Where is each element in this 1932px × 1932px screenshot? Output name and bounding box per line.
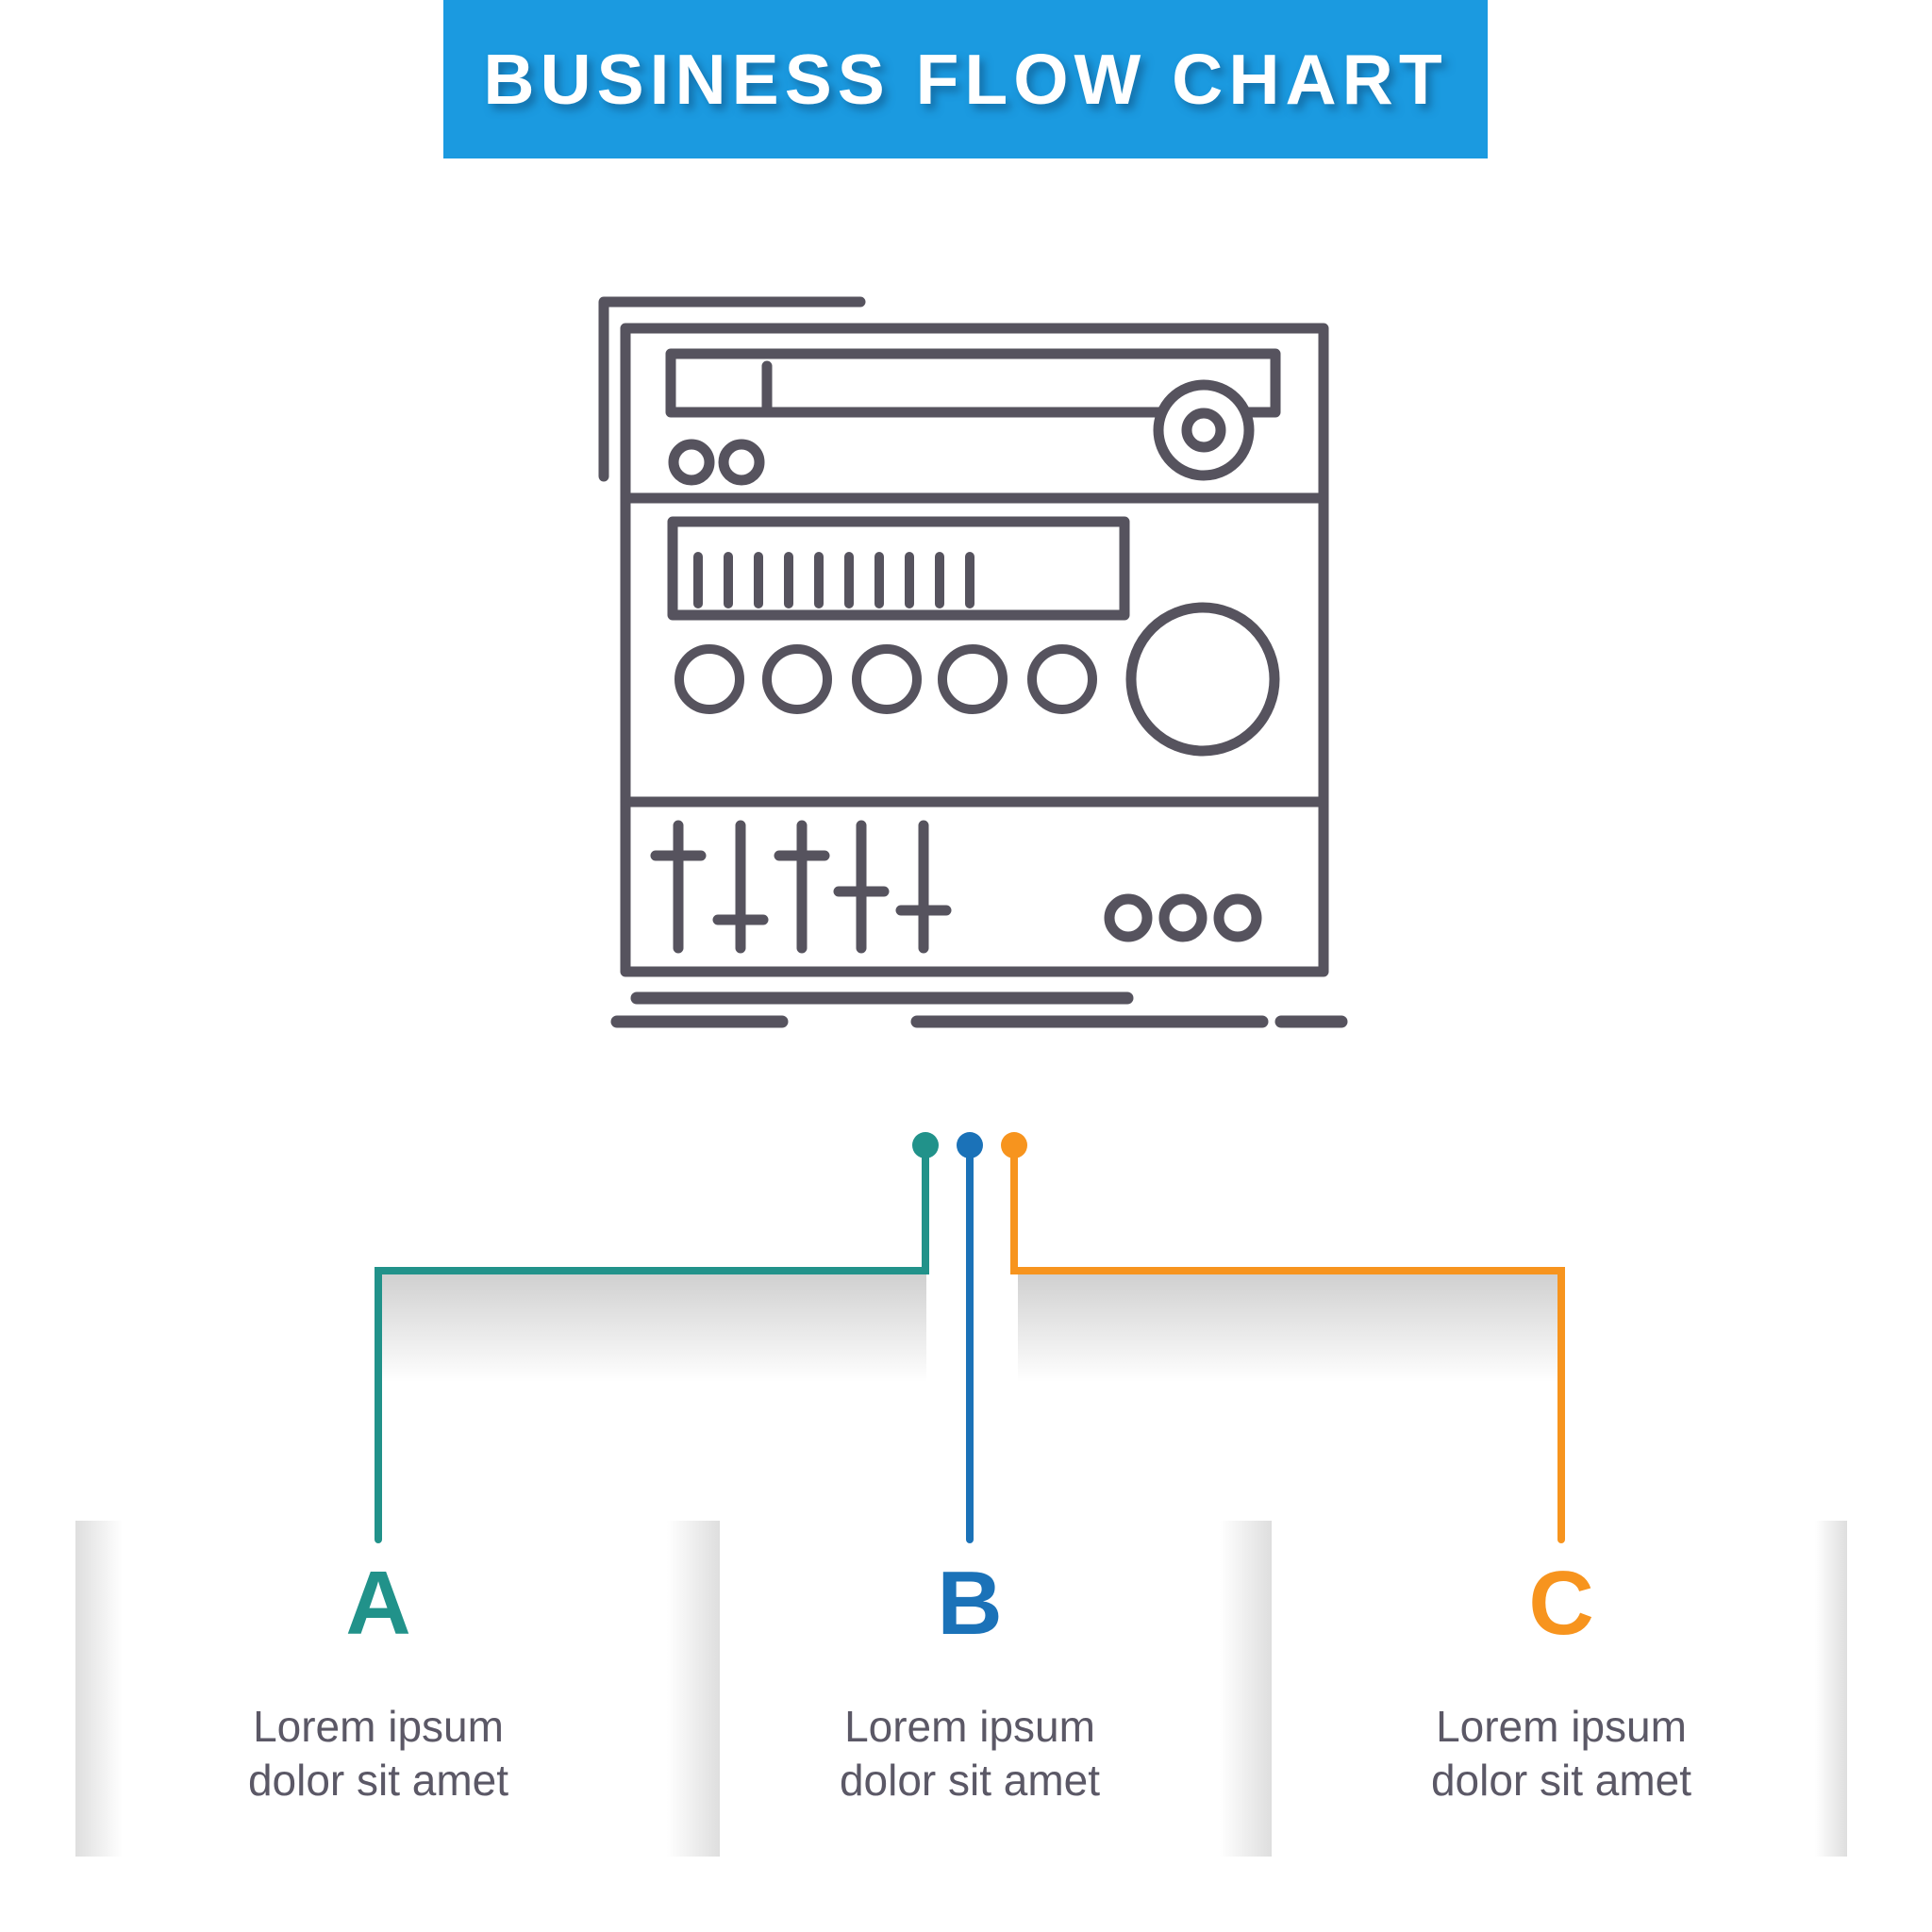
title-banner: BUSINESS FLOW CHART: [443, 0, 1488, 158]
branch-b-text-line2: dolor sit amet: [839, 1756, 1101, 1805]
level-bars-icon: [693, 552, 974, 608]
branch-a-text-line2: dolor sit amet: [247, 1756, 509, 1805]
branch-c-shade: [1018, 1274, 1561, 1382]
top-knob-center-icon: [1181, 408, 1226, 453]
branch-c-letter: C: [1528, 1553, 1594, 1654]
card-a-left-shadow: [75, 1521, 123, 1857]
small-button-icon: [718, 439, 765, 486]
branch-a-connector: [375, 1141, 929, 1543]
branch-c-connector: [1010, 1141, 1565, 1543]
top-knob-icon: [1153, 379, 1255, 481]
small-button-icon: [1158, 893, 1208, 942]
tape-slot: [665, 348, 1281, 418]
branch-b-text-line1: Lorem ipsum: [844, 1702, 1095, 1751]
small-button-icon: [1213, 893, 1262, 942]
branch-c-text-line2: dolor sit amet: [1430, 1756, 1692, 1805]
branch-b-dot: [957, 1132, 983, 1158]
branch-a-dot: [912, 1132, 939, 1158]
card-c-left-shadow: [1220, 1521, 1272, 1857]
branch-c-text-line1: Lorem ipsum: [1436, 1702, 1687, 1751]
level-display: [667, 516, 1130, 621]
icon-offset-outline: [598, 296, 866, 482]
branch-b-text: Lorem ipsum dolor sit amet: [762, 1700, 1177, 1807]
page-title: BUSINESS FLOW CHART: [483, 40, 1448, 119]
branch-c-text: Lorem ipsum dolor sit amet: [1354, 1700, 1769, 1807]
rack-unit-body: [620, 323, 1329, 977]
branch-a-shade: [382, 1274, 926, 1382]
rack-slider-section: [650, 820, 1262, 954]
branch-a-text: Lorem ipsum dolor sit amet: [171, 1700, 586, 1807]
card-b-left-shadow: [667, 1521, 720, 1857]
small-button-icon: [668, 439, 715, 486]
rack-top-section: [665, 348, 1281, 486]
small-button-icon: [1104, 893, 1153, 942]
big-knob-icon: [1125, 602, 1280, 757]
card-c-right-shadow: [1815, 1521, 1847, 1857]
icon-underline-strokes: [610, 991, 1348, 1028]
branch-c-dot: [1001, 1132, 1027, 1158]
branch-b-letter: B: [937, 1553, 1003, 1654]
knob-row-icons: [675, 644, 1097, 714]
rack-middle-section: [667, 516, 1280, 757]
branch-a-letter: A: [345, 1553, 411, 1654]
branch-a-text-line1: Lorem ipsum: [253, 1702, 504, 1751]
